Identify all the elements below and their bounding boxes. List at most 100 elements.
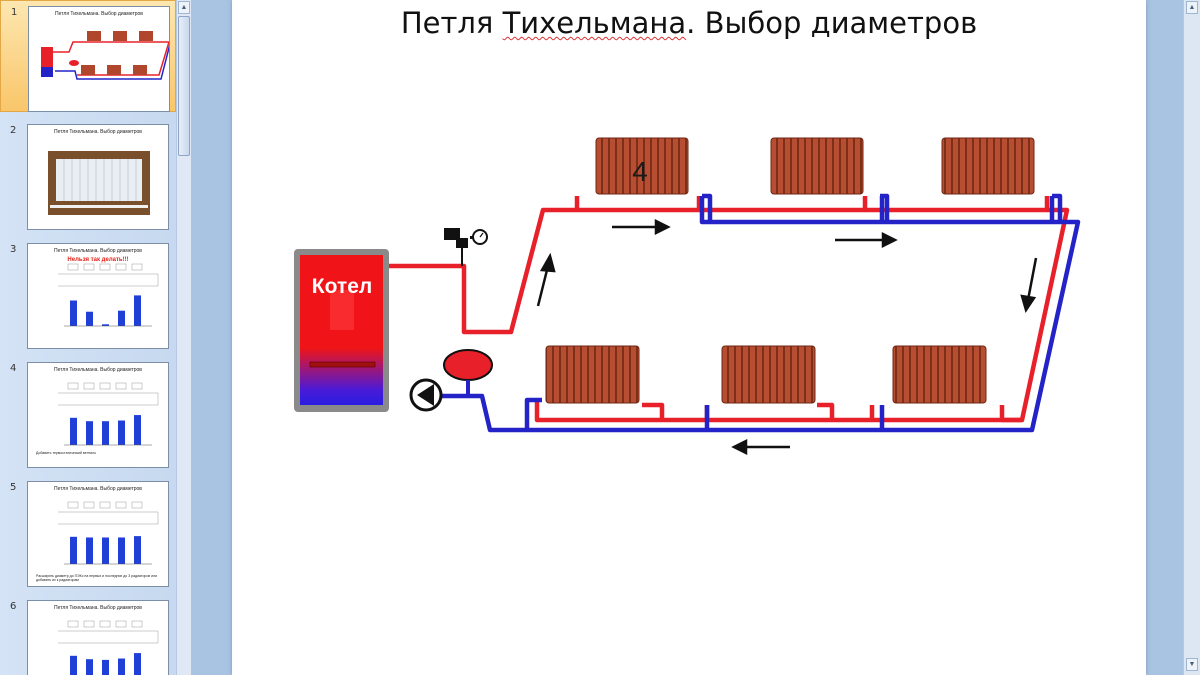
- mini-bar: [70, 300, 77, 326]
- radiator-4: [595, 137, 689, 195]
- title-misspelled-word: Тихельмана: [502, 6, 687, 40]
- mini-radiator: [83, 620, 95, 628]
- arrow-right-icon: [881, 231, 898, 249]
- thumbnail-title: Петля Тихельмана. Выбор диаметров: [54, 605, 142, 611]
- mini-bar: [102, 659, 109, 675]
- mini-bar: [118, 658, 125, 675]
- mini-diagram: [41, 31, 169, 80]
- mini-bar: [70, 417, 77, 445]
- mini-pipe: [58, 273, 159, 287]
- expansion-tank-icon: [443, 349, 493, 396]
- arrow-up-icon: [539, 252, 556, 273]
- scrollbar-thumb[interactable]: [178, 16, 190, 156]
- slide-canvas[interactable]: Петля Тихельмана. Выбор диаметров Котел: [232, 0, 1146, 675]
- mini-bar: [102, 324, 109, 326]
- slide-thumbnail-1[interactable]: 1 Петля Тихельмана. Выбор диаметров: [0, 0, 176, 112]
- mini-bar-chart: [58, 382, 159, 446]
- mini-bar: [134, 536, 141, 564]
- thumbnail-note: Расширить диаметр до ПЭКс на первых и по…: [36, 574, 158, 583]
- mini-radiator: [131, 263, 143, 271]
- mini-schematic: [58, 263, 159, 287]
- pump-icon: [409, 378, 443, 412]
- slide-preview: Петля Тихельмана. Выбор диаметров: [28, 6, 170, 112]
- slide-scrollbar[interactable]: ▲ ▼: [1183, 0, 1200, 675]
- boiler: Котел: [294, 249, 389, 412]
- mini-radiator: [67, 263, 79, 271]
- arrow-right-icon: [654, 218, 671, 236]
- mini-pipe: [58, 511, 159, 525]
- mini-bar: [102, 537, 109, 564]
- arrow-left-icon: [731, 438, 748, 456]
- thumbnail-title: Петля Тихельмана. Выбор диаметров: [54, 129, 142, 135]
- slide-preview: Петля Тихельмана. Выбор диаметров: [27, 600, 169, 675]
- mini-bar: [86, 659, 93, 675]
- thumbnail-title: Петля Тихельмана. Выбор диаметров: [54, 486, 142, 492]
- mini-radiator: [115, 501, 127, 509]
- mini-radiator: [99, 382, 111, 390]
- mini-bar-chart: [58, 501, 159, 565]
- radiator-row-top: 4: [595, 137, 1035, 195]
- mini-bar: [118, 537, 125, 564]
- warning-text: Нельзя так делать!!!: [67, 257, 129, 263]
- mini-radiator: [67, 382, 79, 390]
- mini-radiator: [67, 620, 79, 628]
- mini-radiator: [99, 263, 111, 271]
- thumbnail-note: Добавить термостатический вентиль: [36, 451, 97, 455]
- slide-thumbnail-2[interactable]: 2 Петля Тихельмана. Выбор диаметров: [0, 119, 176, 231]
- mini-bar: [70, 655, 77, 675]
- radiator: [770, 137, 864, 195]
- radiator: [545, 345, 640, 404]
- mini-bar: [86, 537, 93, 564]
- safety-group-icon: [444, 228, 488, 266]
- mini-radiator: [99, 620, 111, 628]
- thumbnail-title: Петля Тихельмана. Выбор диаметров: [54, 367, 142, 373]
- mini-bar: [86, 421, 93, 445]
- mini-radiator: [131, 620, 143, 628]
- radiator: [721, 345, 816, 404]
- slide-thumbnail-5[interactable]: 5 Петля Тихельмана. Выбор диаметров Расш…: [0, 476, 176, 588]
- mini-bar: [102, 421, 109, 445]
- slides-thumbnail-pane: 1 Петля Тихельмана. Выбор диаметров 2 Пе…: [0, 0, 191, 675]
- slide-number: 3: [10, 244, 17, 255]
- scroll-up-icon[interactable]: ▲: [178, 1, 190, 14]
- slide-thumbnail-4[interactable]: 4 Петля Тихельмана. Выбор диаметров Доба…: [0, 357, 176, 469]
- slide-preview: Петля Тихельмана. Выбор диаметров Нельзя…: [27, 243, 169, 349]
- mini-pipe: [58, 630, 159, 644]
- mini-schematic: [58, 382, 159, 406]
- radiator-number: 4: [632, 156, 648, 187]
- mini-bar: [86, 311, 93, 326]
- slide-thumbnail-6[interactable]: 6 Петля Тихельмана. Выбор диаметров: [0, 595, 176, 675]
- mini-schematic: [58, 501, 159, 525]
- mini-pipe: [58, 392, 159, 406]
- slide-title[interactable]: Петля Тихельмана. Выбор диаметров: [232, 6, 1146, 40]
- radiator-row-bottom: [545, 345, 987, 404]
- mini-radiator: [131, 501, 143, 509]
- mini-radiator: [99, 501, 111, 509]
- scroll-up-icon[interactable]: ▲: [1186, 1, 1198, 14]
- radiator: [892, 345, 987, 404]
- mini-radiator: [83, 501, 95, 509]
- mini-radiator: [67, 501, 79, 509]
- thumbnail-scrollbar[interactable]: ▲: [176, 0, 191, 675]
- slide-number: 1: [11, 7, 18, 18]
- slide-number: 4: [10, 363, 17, 374]
- slide-preview: Петля Тихельмана. Выбор диаметров Расшир…: [27, 481, 169, 587]
- thumbnail-title: Петля Тихельмана. Выбор диаметров: [55, 11, 143, 17]
- mini-radiator: [131, 382, 143, 390]
- mini-bar: [134, 415, 141, 445]
- boiler-label: Котел: [312, 275, 372, 298]
- radiator: [941, 137, 1035, 195]
- mini-radiator: [115, 263, 127, 271]
- mini-radiator: [83, 263, 95, 271]
- mini-bar-chart: [58, 263, 159, 327]
- flow-arrows: [536, 218, 1038, 456]
- tichelmann-loop-diagram: Котел: [294, 137, 1081, 456]
- mini-schematic: [58, 620, 159, 644]
- scroll-down-icon[interactable]: ▼: [1186, 658, 1198, 671]
- title-suffix: . Выбор диаметров: [686, 6, 978, 40]
- slide-number: 5: [10, 482, 17, 493]
- slide-number: 6: [10, 601, 17, 612]
- mini-radiator: [115, 382, 127, 390]
- slide-thumbnail-3[interactable]: 3 Петля Тихельмана. Выбор диаметров Нель…: [0, 238, 176, 350]
- slide-number: 2: [10, 125, 17, 136]
